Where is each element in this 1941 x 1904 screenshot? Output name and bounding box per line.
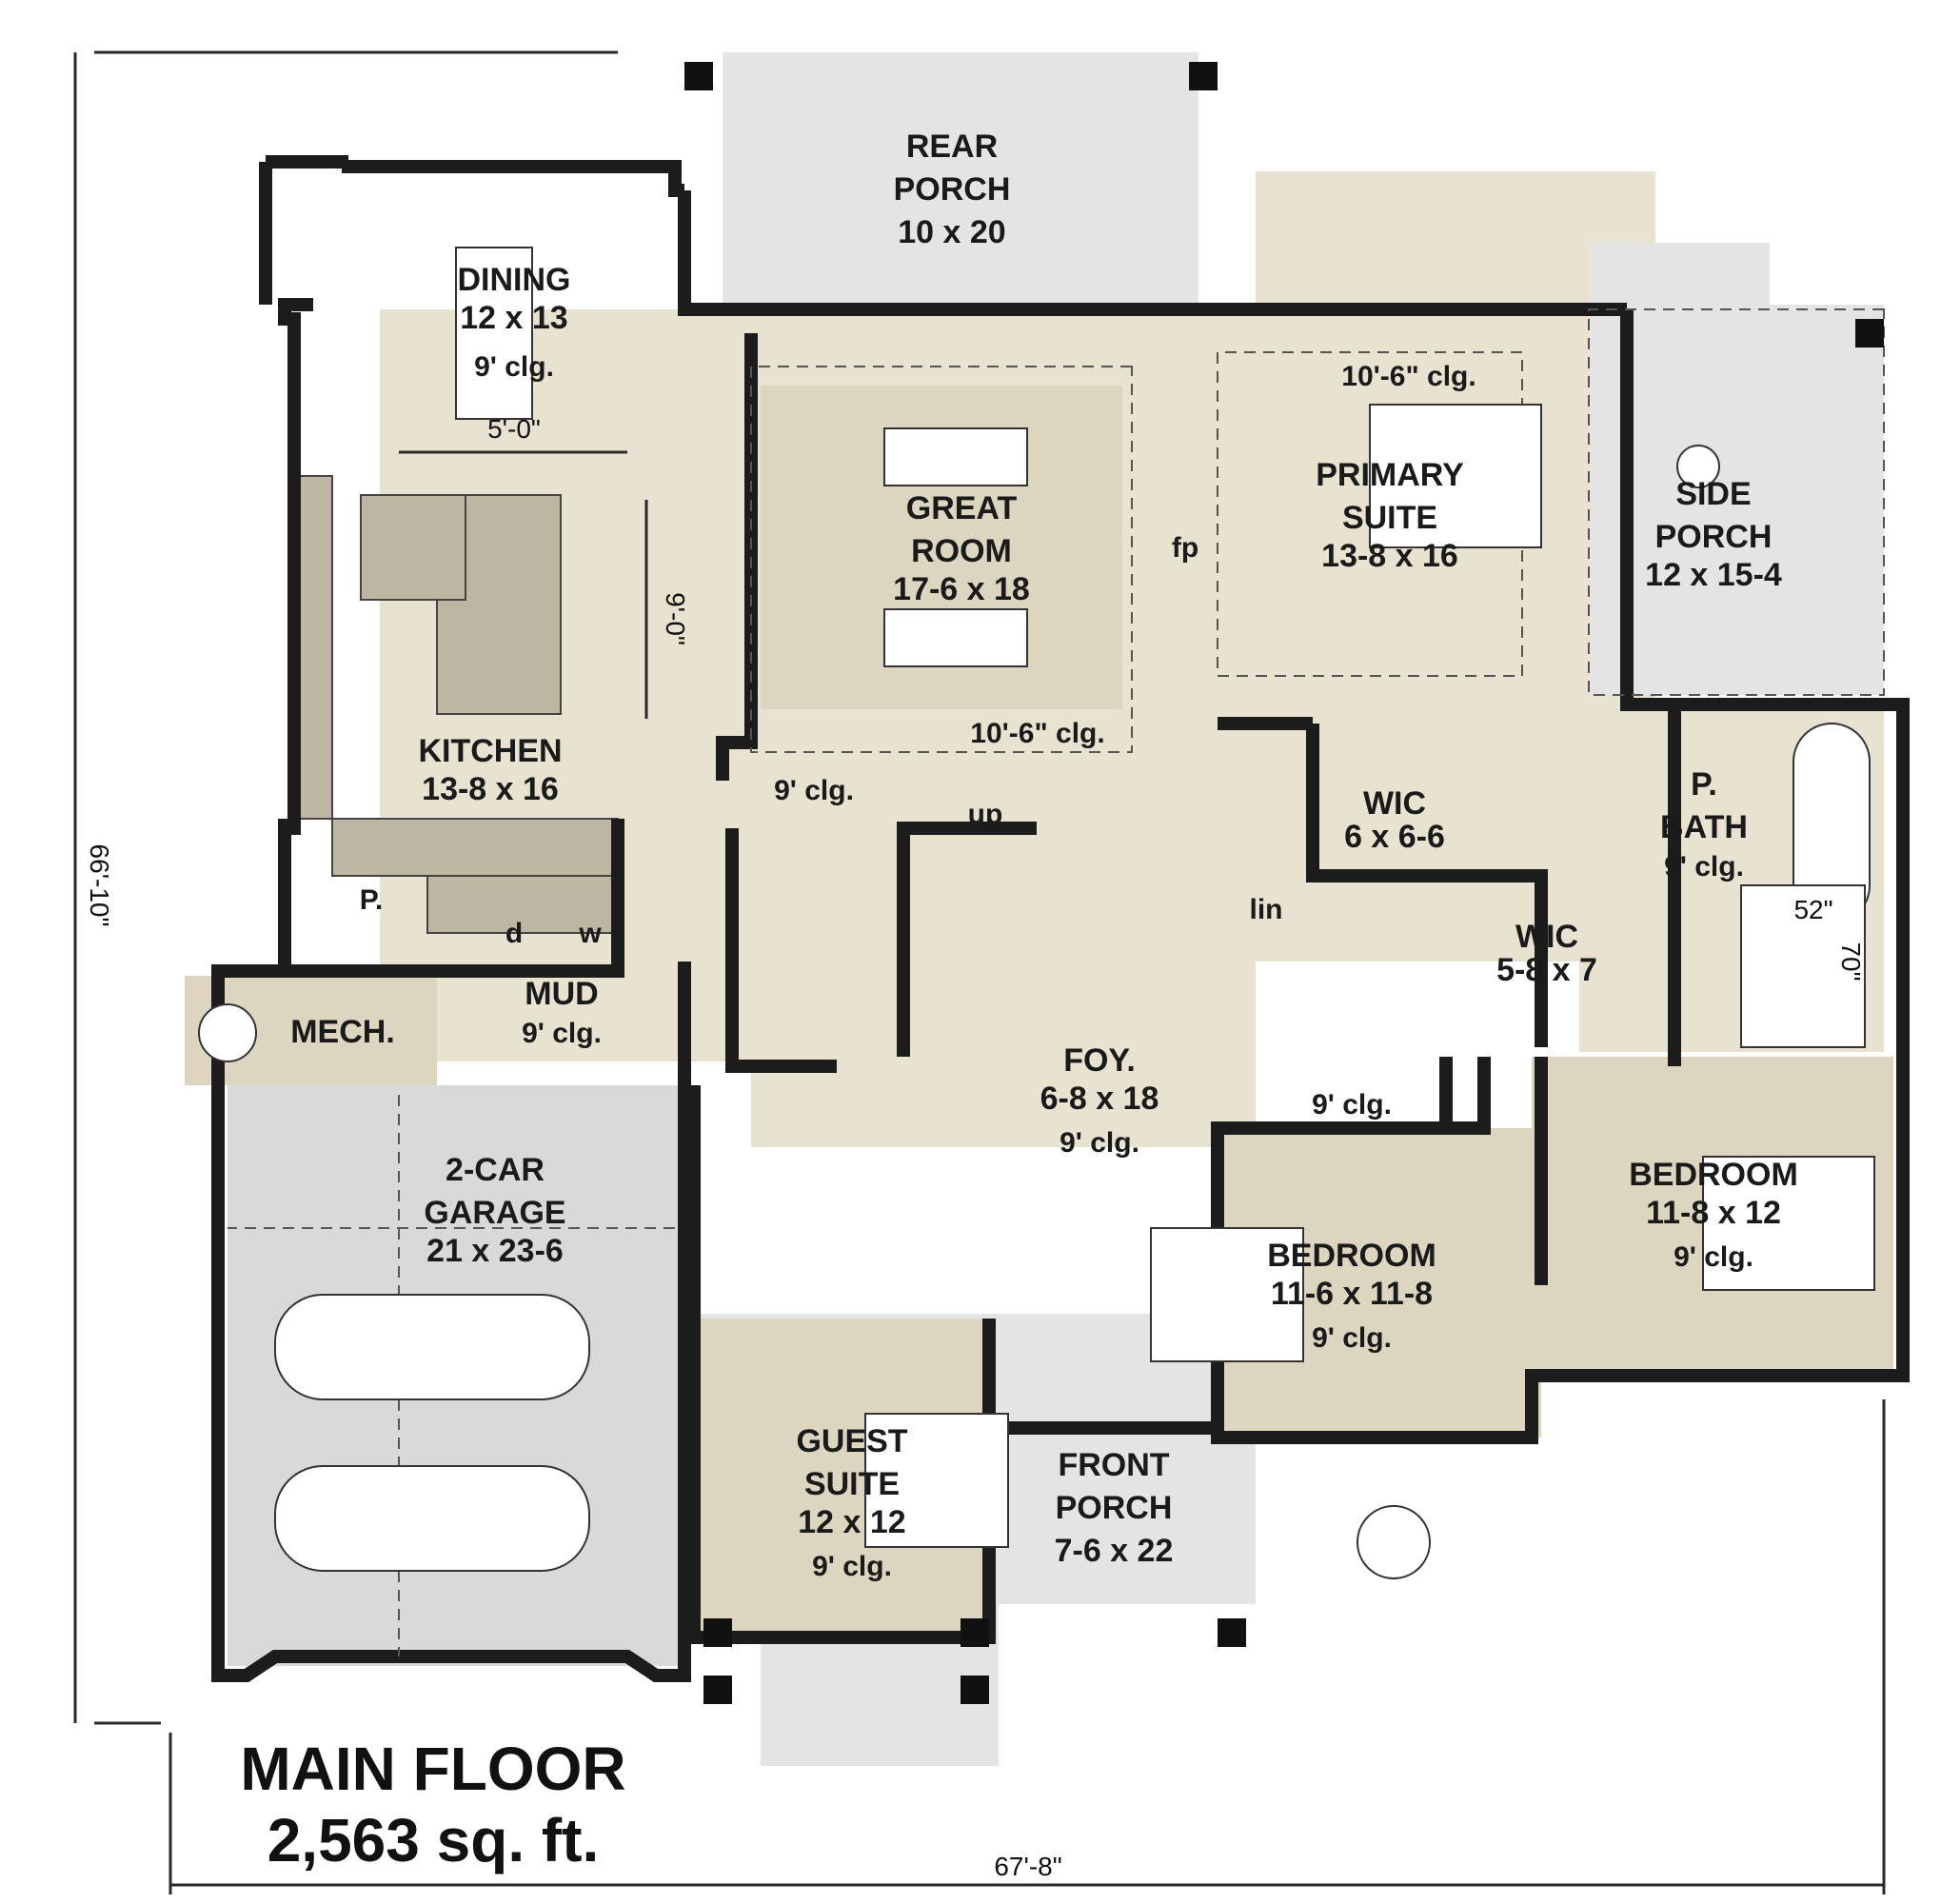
dining-size: 12 x 13 xyxy=(460,300,567,336)
dining-table xyxy=(455,247,533,420)
front-porch-name1: FRONT xyxy=(1058,1447,1169,1483)
pbath-name2: BATH xyxy=(1660,809,1748,845)
hall-clg: 9' clg. xyxy=(774,775,854,806)
fixtures xyxy=(198,247,1875,1579)
primary-name2: SUITE xyxy=(1342,500,1437,536)
front-porch-name2: PORCH xyxy=(1056,1490,1173,1526)
garage-name1: 2-CAR xyxy=(446,1152,545,1188)
walls xyxy=(211,155,1910,1682)
wic2-name: WIC xyxy=(1515,919,1578,955)
garage-name2: GARAGE xyxy=(424,1195,565,1231)
dining-clg: 9' clg. xyxy=(474,351,554,383)
garage-size: 21 x 23-6 xyxy=(426,1233,564,1269)
great-room-name2: ROOM xyxy=(911,533,1012,569)
foyer-size: 6-8 x 18 xyxy=(1040,1081,1159,1117)
primary-name1: PRIMARY xyxy=(1316,457,1464,493)
lin-label: lin xyxy=(1250,894,1283,925)
wic2-size: 5-8 x 7 xyxy=(1496,952,1597,988)
bedroom-right-clg: 9' clg. xyxy=(1674,1241,1753,1273)
great-room-clg: 10'-6" clg. xyxy=(970,718,1104,749)
great-room-name1: GREAT xyxy=(906,490,1018,526)
foyer-hall-clg: 9' clg. xyxy=(1312,1089,1392,1121)
dining-dim: 5'-0" xyxy=(487,414,541,444)
pbath-clg: 9' clg. xyxy=(1664,851,1744,883)
dimension-lines xyxy=(73,50,1886,1894)
guest-name2: SUITE xyxy=(804,1466,900,1502)
bedroom-right-bed xyxy=(1702,1156,1875,1291)
sofa-bottom xyxy=(883,608,1028,667)
bedroom-mid-clg: 9' clg. xyxy=(1312,1322,1392,1354)
great-room-size: 17-6 x 18 xyxy=(893,571,1030,607)
rear-porch-name2: PORCH xyxy=(894,171,1011,208)
fireplace-label: fp xyxy=(1172,532,1198,564)
bedroom-right-name: BEDROOM xyxy=(1629,1157,1798,1193)
dining-name: DINING xyxy=(458,262,571,298)
mud-w: w xyxy=(578,918,602,949)
shower-dim2: 70" xyxy=(1836,942,1866,981)
kitchen-dim: 9'-0" xyxy=(661,592,690,645)
front-porch-size: 7-6 x 22 xyxy=(1055,1533,1174,1569)
plan-area: 2,563 sq. ft. xyxy=(267,1806,600,1874)
primary-size: 13-8 x 16 xyxy=(1321,538,1458,574)
mud-name: MUD xyxy=(525,976,598,1012)
guest-size: 12 x 12 xyxy=(798,1504,905,1540)
side-porch-size: 12 x 15-4 xyxy=(1645,557,1782,593)
foyer-name: FOY. xyxy=(1063,1042,1136,1079)
sofa-top xyxy=(883,427,1028,486)
porch-table xyxy=(1357,1505,1431,1579)
guest-name1: GUEST xyxy=(796,1423,907,1459)
bedroom-mid-size: 11-6 x 11-8 xyxy=(1271,1276,1433,1312)
pbath-name1: P. xyxy=(1691,766,1717,803)
width-dim: 67'-8" xyxy=(994,1852,1061,1881)
bedroom-right-size: 11-8 x 12 xyxy=(1646,1195,1781,1231)
side-porch-name2: PORCH xyxy=(1655,519,1773,555)
car-2 xyxy=(274,1465,590,1572)
plan-title: MAIN FLOOR xyxy=(240,1735,625,1803)
shower xyxy=(1740,884,1866,1048)
depth-dim: 66'-10" xyxy=(85,844,114,927)
mech-name: MECH. xyxy=(290,1014,395,1050)
stairs-up: up xyxy=(968,799,1003,830)
bedroom-mid-name: BEDROOM xyxy=(1267,1238,1436,1274)
primary-bed xyxy=(1369,404,1542,548)
foyer-clg: 9' clg. xyxy=(1060,1127,1139,1159)
guest-bed xyxy=(864,1413,1009,1548)
rear-porch-name1: REAR xyxy=(906,129,998,165)
kitchen-name: KITCHEN xyxy=(418,733,562,769)
bedroom-mid-bed xyxy=(1150,1227,1304,1362)
posts xyxy=(684,62,1884,1704)
wic1-name: WIC xyxy=(1363,785,1426,822)
side-porch-name1: SIDE xyxy=(1675,476,1751,512)
wic1-size: 6 x 6-6 xyxy=(1344,819,1445,855)
pantry-label: P. xyxy=(360,884,383,916)
guest-clg: 9' clg. xyxy=(812,1551,892,1582)
side-porch-table xyxy=(1676,445,1720,488)
water-heater xyxy=(198,1003,257,1062)
kitchen-size: 13-8 x 16 xyxy=(422,771,559,807)
car-1 xyxy=(274,1294,590,1400)
mud-clg: 9' clg. xyxy=(522,1018,602,1049)
mud-d: d xyxy=(505,918,523,949)
shower-dim1: 52" xyxy=(1793,895,1832,924)
labels: REAR PORCH 10 x 20 DINING 12 x 13 9' clg… xyxy=(85,129,1866,1881)
primary-clg: 10'-6" clg. xyxy=(1341,361,1476,392)
rear-porch-size: 10 x 20 xyxy=(898,214,1005,250)
